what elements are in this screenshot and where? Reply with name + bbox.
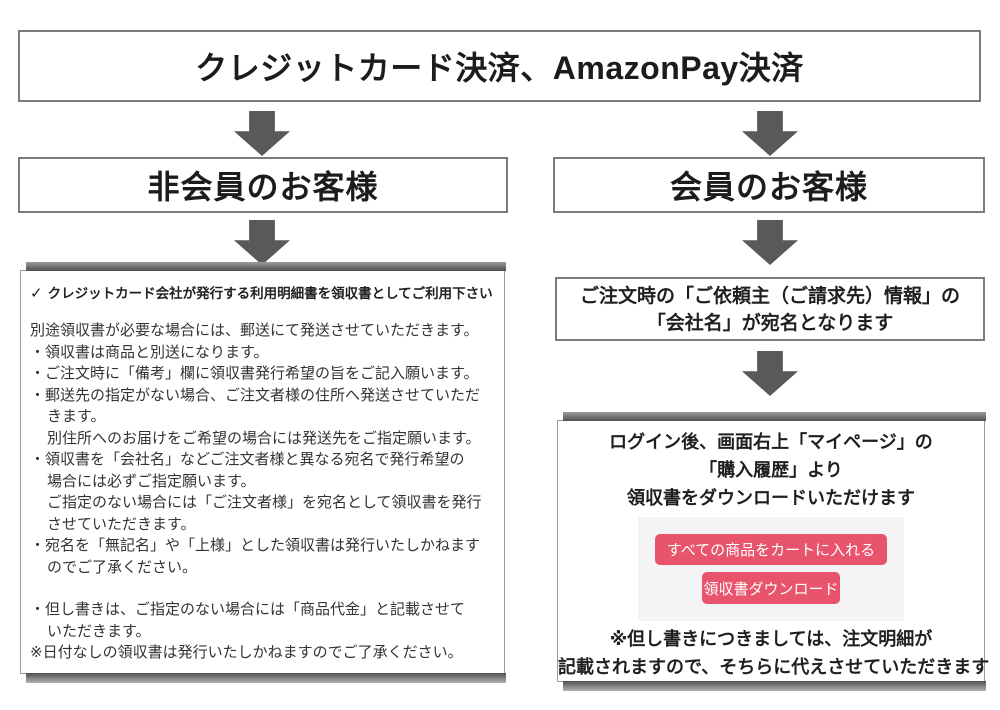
note-line: 別住所へのお届けをご希望の場合には発送先をご指定願います。: [47, 429, 481, 447]
member-box2: ログイン後、画面右上「マイページ」の 「購入履歴」より 領収書をダウンロードいた…: [557, 412, 990, 691]
note-line: 別途領収書が必要な場合には、郵送にて発送させていただきます。: [30, 322, 479, 339]
member-box1-line: ご注文時の「ご依頼主（ご請求先）情報」の: [579, 286, 960, 307]
arrow-down-icon: [742, 220, 798, 265]
note-line: ※日付なしの領収書は発行いたしかねますのでご了承ください。: [30, 644, 463, 661]
note-line: ・但し書きは、ご指定のない場合には「商品代金」と記載させて: [30, 601, 466, 618]
page-title-text: クレジットカード決済、AmazonPay決済: [195, 50, 804, 86]
page-title: クレジットカード決済、AmazonPay決済: [18, 30, 981, 102]
arrow-down-icon: [742, 351, 798, 396]
member-box2-footer-line: 記載されますので、そちらに代えさせていただきます: [558, 657, 990, 677]
arrow-down-icon: [234, 220, 290, 265]
note-line: 場合には必ずご指定願います。: [47, 472, 256, 490]
note-check-text: クレジットカード会社が発行する利用明細書を領収書としてご利用下さい: [47, 286, 493, 301]
note-line: ・領収書を「会社名」などご注文者様と異なる宛名で発行希望の: [30, 451, 465, 468]
note-line: きます。: [47, 408, 106, 425]
member-box2-intro-line: 「購入履歴」より: [699, 460, 843, 480]
arrow-down-icon: [234, 111, 290, 156]
note-line: ご指定のない場合には「ご注文者様」を宛名として領収書を発行: [47, 494, 482, 511]
note-lines: 別途領収書が必要な場合には、郵送にて発送させていただきます。・領収書は商品と別送…: [30, 320, 498, 664]
member-header-text: 会員のお客様: [669, 169, 868, 205]
note-line: ・ご注文時に「備考」欄に領収書発行希望の旨をご記入願います。: [30, 365, 479, 382]
note-line: ・郵送先の指定がない場合、ご注文者様の住所へ発送させていただ: [30, 386, 481, 404]
member-box2-intro-line: 領収書をダウンロードいただけます: [627, 488, 915, 508]
screenshot-panel: すべての商品をカートに入れる 領収書ダウンロード: [638, 517, 904, 621]
member-box1: ご注文時の「ご依頼主（ご請求先）情報」の 「会社名」が宛名となります: [555, 277, 985, 341]
receipt-download-button[interactable]: 領収書ダウンロード: [702, 572, 840, 604]
add-all-to-cart-button[interactable]: すべての商品をカートに入れる: [655, 534, 887, 565]
note-line: いただきます。: [47, 622, 151, 640]
arrow-down-icon: [742, 111, 798, 156]
nonmember-header: 非会員のお客様: [18, 157, 508, 213]
note-check-line: ✓ クレジットカード会社が発行する利用明細書を領収書としてご利用下さい: [30, 282, 498, 306]
member-header: 会員のお客様: [553, 157, 985, 213]
note-line: ・領収書は商品と別送になります。: [30, 343, 269, 361]
nonmember-header-text: 非会員のお客様: [147, 169, 379, 205]
note-line: ・宛名を「無記名」や「上様」とした領収書は発行いたしかねます: [30, 537, 481, 554]
note-line: のでご了承ください。: [47, 558, 198, 576]
member-box2-footer-line: ※但し書きにつきましては、注文明細が: [609, 629, 933, 649]
member-box2-intro-line: ログイン後、画面右上「マイページ」の: [609, 432, 933, 452]
check-icon: ✓: [30, 285, 43, 302]
member-box1-line: 「会社名」が宛名となります: [646, 313, 894, 334]
nonmember-note-box: ✓ クレジットカード会社が発行する利用明細書を領収書としてご利用下さい 別途領収書…: [20, 262, 506, 683]
note-line: させていただきます。: [47, 515, 196, 533]
